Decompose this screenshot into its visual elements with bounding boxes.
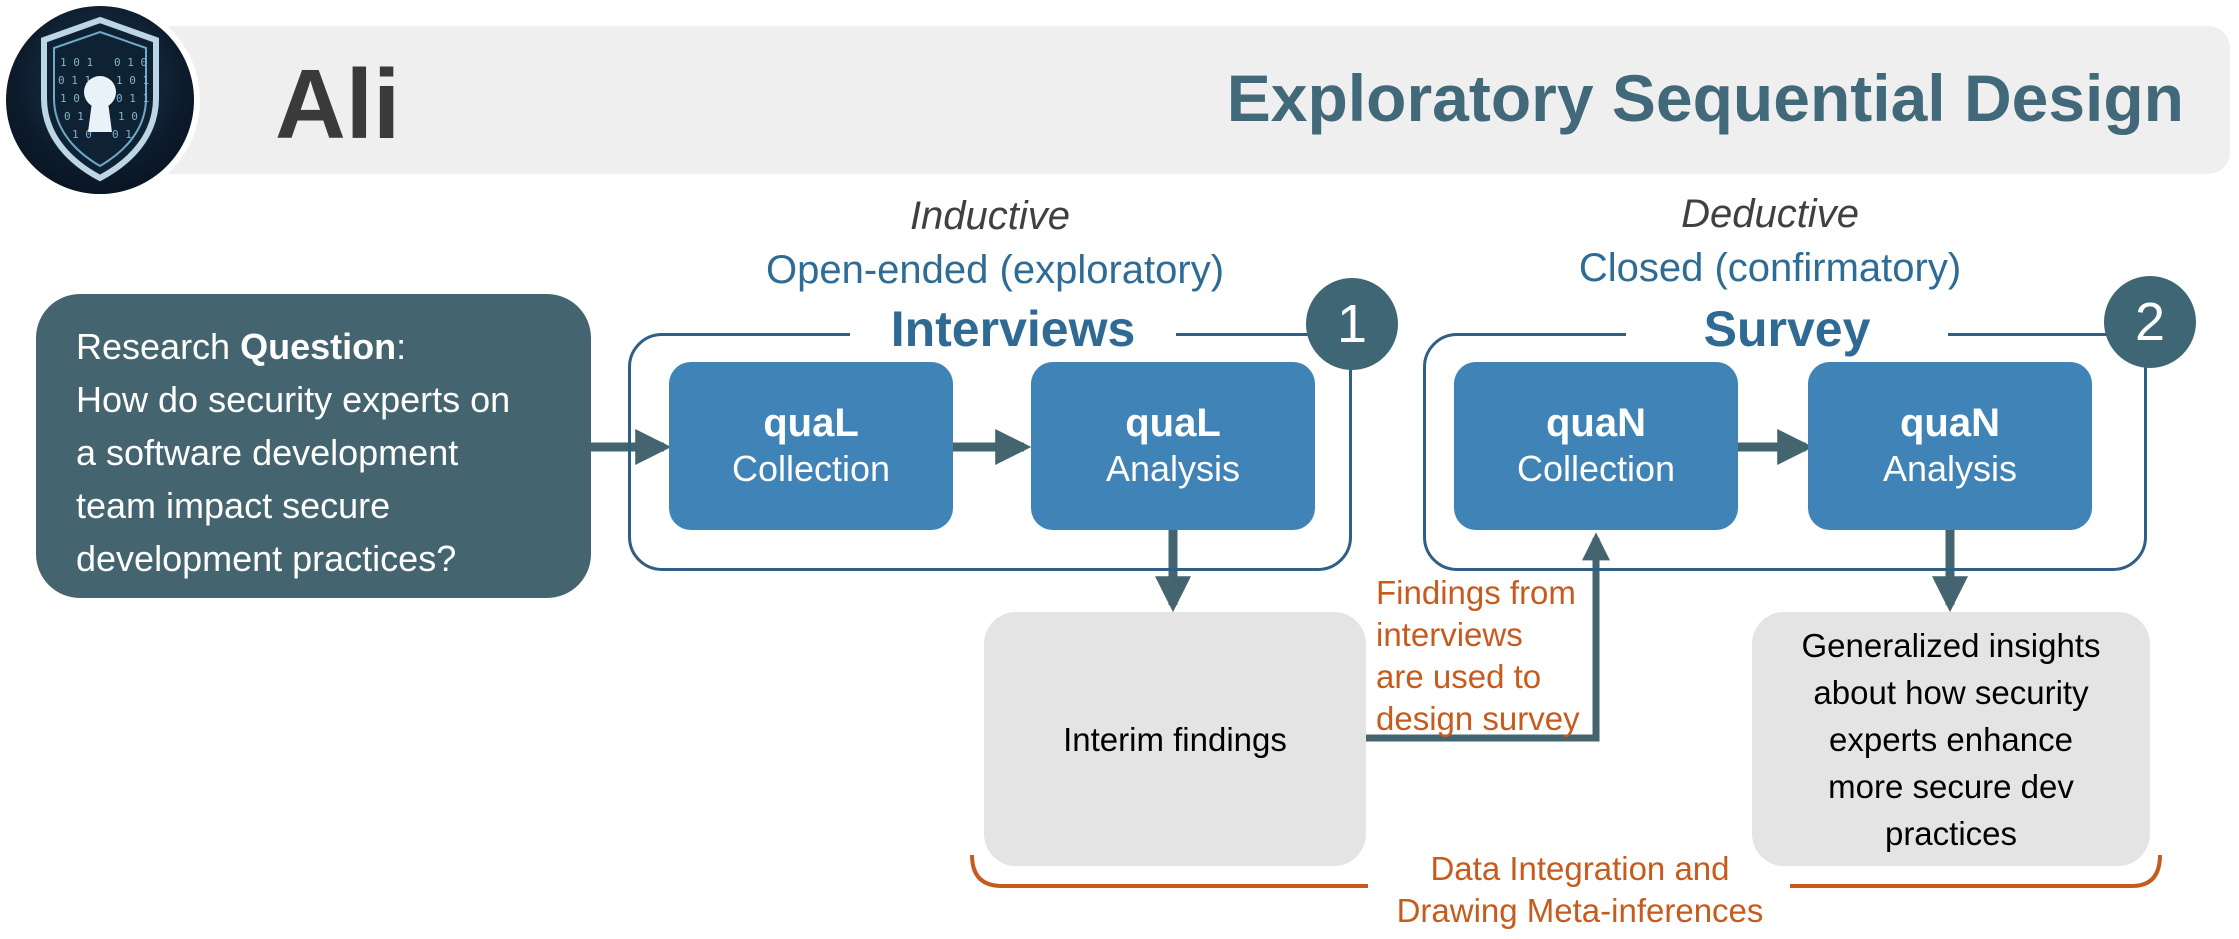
rq-line-2: a software development xyxy=(76,432,459,473)
integration-line-1: Data Integration and xyxy=(1430,850,1730,887)
interim-findings-box: Interim findings xyxy=(984,612,1366,866)
connector-note: Findings from interviews are used to des… xyxy=(1376,572,1596,740)
qual-collection-box: quaL Collection xyxy=(669,362,953,530)
phase1-mode: Inductive xyxy=(909,194,1071,238)
generalized-insights-box: Generalized insights about how security … xyxy=(1752,612,2150,866)
phase1-number-badge: 1 xyxy=(1306,278,1398,370)
insights-line-3: experts enhance xyxy=(1828,720,2073,758)
qual-analysis-method: quaL xyxy=(1125,401,1221,445)
note-line-1: Findings from xyxy=(1376,574,1576,611)
header-bar xyxy=(150,26,2230,174)
svg-text:1 0 1: 1 0 1 xyxy=(60,56,93,69)
qual-analysis-box: quaL Analysis xyxy=(1031,362,1315,530)
quan-collection-step: Collection xyxy=(1516,448,1676,489)
phase2-number-badge: 2 xyxy=(2104,276,2196,368)
note-line-2: interviews xyxy=(1376,616,1523,653)
quan-analysis-method: quaN xyxy=(1900,401,2000,445)
rq-line-3: team impact secure xyxy=(76,485,391,526)
integration-brace-left xyxy=(970,854,1368,888)
phase1-title: Interviews xyxy=(850,300,1176,358)
svg-text:0 1 1: 0 1 1 xyxy=(58,74,91,87)
qual-collection-step: Collection xyxy=(731,448,891,489)
rq-line-1: How do security experts on xyxy=(76,379,511,420)
svg-text:1 0: 1 0 xyxy=(118,110,138,123)
diagram-title: Exploratory Sequential Design xyxy=(1226,61,2184,135)
insights-line-4: more secure dev xyxy=(1828,767,2074,805)
svg-text:0 1 0: 0 1 0 xyxy=(114,56,147,69)
integration-label: Data Integration and Drawing Meta-infere… xyxy=(1360,848,1800,932)
svg-text:0 1 1: 0 1 1 xyxy=(116,92,149,105)
qual-collection-method: quaL xyxy=(763,401,859,445)
research-question-label: Research Question: xyxy=(76,326,407,367)
phase2-mode: Deductive xyxy=(1681,192,1859,236)
phase2-type: Closed (confirmatory) xyxy=(1578,246,1962,290)
note-line-3: are used to xyxy=(1376,658,1542,695)
rq-line-4: development practices? xyxy=(76,538,457,579)
quan-collection-method: quaN xyxy=(1546,401,1646,445)
quan-collection-box: quaN Collection xyxy=(1454,362,1738,530)
svg-text:0 1: 0 1 xyxy=(64,110,84,123)
research-question-box: Research Question: How do security exper… xyxy=(36,294,591,598)
insights-line-2: about how security xyxy=(1813,673,2089,711)
insights-line-5: practices xyxy=(1884,814,2018,852)
integration-brace-right xyxy=(1790,854,2162,888)
quan-analysis-box: quaN Analysis xyxy=(1808,362,2092,530)
quan-analysis-step: Analysis xyxy=(1882,448,2018,489)
note-line-4: design survey xyxy=(1376,700,1580,737)
interim-findings-text: Interim findings xyxy=(1063,720,1287,758)
phase1-type: Open-ended (exploratory) xyxy=(765,248,1225,292)
svg-text:1 0: 1 0 xyxy=(72,128,92,141)
qual-analysis-step: Analysis xyxy=(1105,448,1241,489)
arrow-interim-to-quan-collection xyxy=(1366,532,1610,742)
svg-text:1 0 1: 1 0 1 xyxy=(116,74,149,87)
author-name: Ali xyxy=(275,49,401,159)
phase2-title: Survey xyxy=(1626,300,1948,358)
integration-line-2: Drawing Meta-inferences xyxy=(1396,892,1764,929)
svg-text:0 1: 0 1 xyxy=(112,128,132,141)
insights-line-1: Generalized insights xyxy=(1801,626,2101,664)
